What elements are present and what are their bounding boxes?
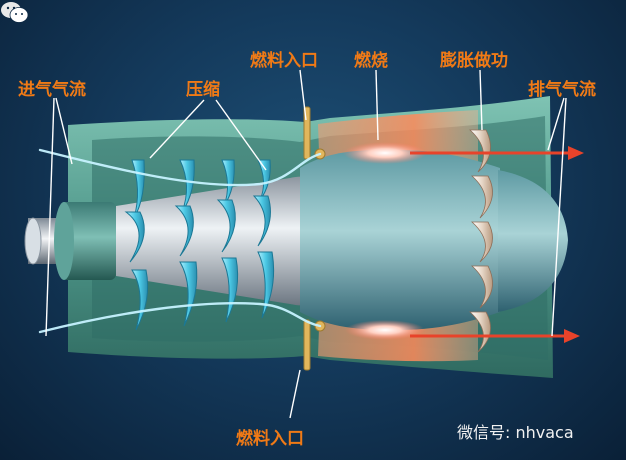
exhaust-arrows (410, 146, 584, 343)
core-body (300, 150, 500, 330)
wechat-icon (1, 2, 29, 23)
flame-bottom (345, 320, 425, 340)
label-exhaust-airflow: 排气气流 (528, 80, 596, 100)
shaft-end (24, 217, 42, 265)
label-combustion: 燃烧 (354, 51, 388, 71)
turbine-blades (468, 129, 493, 353)
tail-cone (498, 170, 568, 312)
flame-top (343, 142, 427, 164)
label-expansion-work: 膨胀做功 (440, 51, 508, 71)
label-compression: 压缩 (186, 80, 220, 100)
front-hub (60, 202, 116, 280)
leader-lines (45, 69, 567, 419)
label-fuel-inlet-top: 燃料入口 (250, 51, 318, 71)
label-fuel-inlet-bottom: 燃料入口 (236, 429, 304, 449)
wechat-account-text: 微信号: nhvaca (457, 423, 574, 442)
label-intake-airflow: 进气气流 (18, 80, 86, 100)
compressor-blades (124, 159, 275, 331)
compressor-spool (116, 176, 310, 306)
airflow-lines (38, 148, 322, 334)
